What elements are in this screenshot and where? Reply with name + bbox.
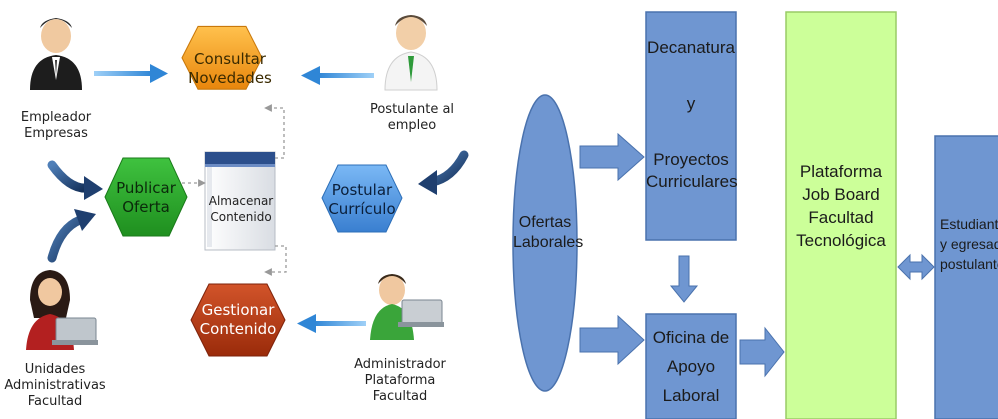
platform-students-double-arrow — [897, 253, 935, 281]
consult-hexagon — [181, 25, 263, 90]
publish-hexagon — [104, 157, 188, 237]
platform-box — [785, 11, 897, 419]
admin-to-manage-arrow — [297, 314, 366, 333]
applicant-label: Postulante al empleo — [369, 102, 455, 133]
storage-document-icon — [204, 151, 276, 251]
employer-label: Empleador Empresas — [20, 110, 92, 141]
units-person-icon — [26, 270, 98, 350]
manage-hexagon — [190, 283, 286, 357]
office-to-platform-arrow — [739, 326, 785, 378]
admin-person-icon — [370, 274, 444, 340]
units-label: Unidades Administrativas Facultad — [4, 362, 106, 409]
consult-label: Consultar Novedades — [188, 50, 272, 87]
apply-label: Postular Currículo — [328, 181, 396, 218]
offers-label: Ofertas Laborales — [513, 214, 584, 251]
dean-to-office-arrow — [669, 255, 699, 303]
platform-label: Plataforma Job Board Facultad Tecnológic… — [796, 162, 886, 250]
apply-hexagon — [321, 164, 403, 233]
admin-label: Administrador Plataforma Facultad — [354, 357, 446, 404]
manage-label: Gestionar Contenido — [199, 301, 277, 338]
publish-label: Publicar Oferta — [116, 179, 176, 216]
storage-to-consult-connector — [264, 104, 285, 159]
office-label: Oficina de Apoyo Laboral — [652, 328, 730, 405]
employer-to-publish-arrow — [47, 160, 103, 200]
offers-to-office-arrow — [579, 314, 645, 366]
employer-to-consult-arrow — [94, 64, 168, 83]
employer-person-icon — [30, 18, 82, 90]
storage-to-manage-connector — [264, 245, 287, 276]
dean-label: Decanatura y Proyectos Curriculares — [646, 38, 738, 191]
storage-label: Almacenar Contenido — [208, 194, 274, 224]
applicant-to-consult-arrow — [301, 66, 374, 85]
students-label: Estudiantes y egresados postulantes — [940, 216, 998, 272]
applicant-person-icon — [384, 15, 438, 91]
office-box — [645, 313, 737, 419]
offers-ellipse — [512, 94, 578, 392]
dean-box — [645, 11, 737, 241]
students-box — [934, 135, 998, 419]
applicant-to-apply-arrow — [418, 150, 469, 195]
units-to-publish-arrow — [47, 209, 96, 263]
offers-to-dean-arrow — [579, 132, 645, 182]
